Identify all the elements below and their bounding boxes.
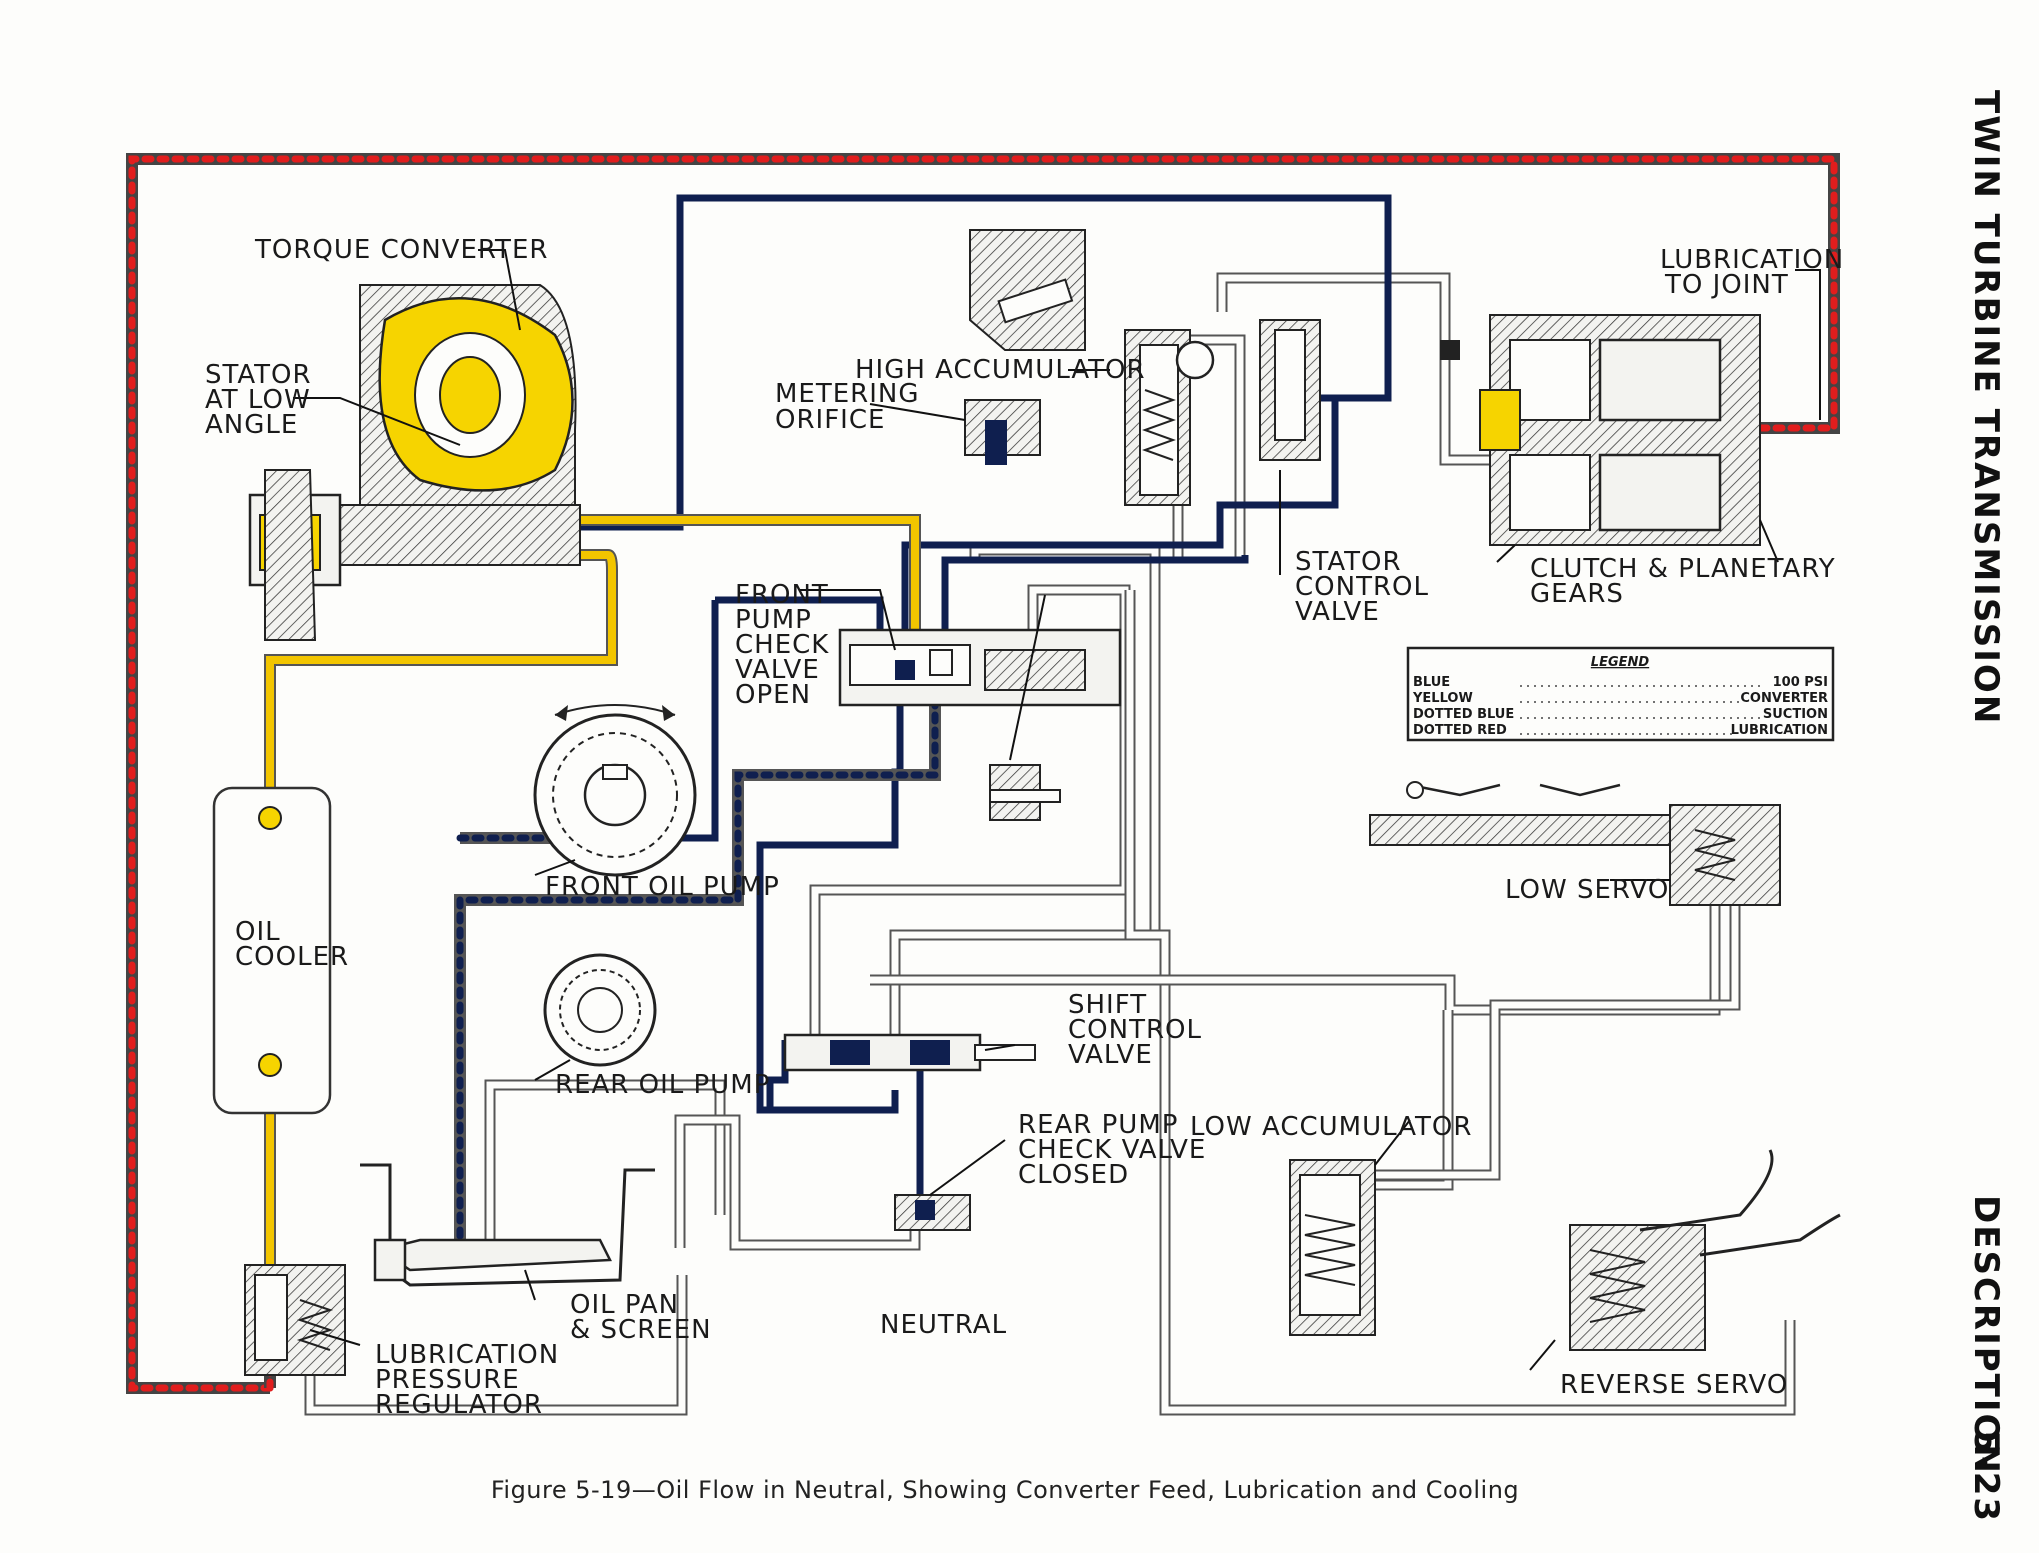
label-rear-check-3: CLOSED xyxy=(1018,1160,1129,1190)
legend-value-0: 100 PSI xyxy=(1773,675,1828,690)
label-lubrication-joint-2: TO JOINT xyxy=(1664,270,1789,300)
high-accumulator xyxy=(969,229,1321,506)
page-number: 5-23 xyxy=(1966,1430,2006,1523)
label-lub-reg-3: REGULATOR xyxy=(375,1390,543,1420)
label-front-check-5: OPEN xyxy=(735,680,811,710)
side-section: DESCRIPTION xyxy=(1966,1195,2006,1475)
neutral-pipes xyxy=(304,272,1796,1416)
label-oil-pan-2: & SCREEN xyxy=(570,1315,712,1345)
label-front-check-2: PUMP xyxy=(735,605,812,635)
label-shift-control-2: CONTROL xyxy=(1068,1015,1202,1045)
figure-caption: Figure 5-19—Oil Flow in Neutral, Showing… xyxy=(491,1476,1519,1504)
label-front-check-1: FRONT xyxy=(735,580,829,610)
label-rear-check-2: CHECK VALVE xyxy=(1018,1135,1206,1165)
suction-lines xyxy=(454,696,941,1259)
label-rear-oil-pump: REAR OIL PUMP xyxy=(555,1070,770,1100)
labels: TORQUE CONVERTER STATOR AT LOW ANGLE HIG… xyxy=(205,235,1844,1420)
side-header: TWIN TURBINE TRANSMISSION xyxy=(1966,90,2006,725)
label-clutch-2: GEARS xyxy=(1530,579,1624,609)
label-lub-reg-1: LUBRICATION xyxy=(375,1340,559,1370)
label-metering-2: ORIFICE xyxy=(775,405,885,435)
shift-control-valve xyxy=(783,1033,1036,1072)
torque-converter xyxy=(248,284,581,641)
label-shift-control-1: SHIFT xyxy=(1068,990,1147,1020)
label-front-check-4: VALVE xyxy=(735,655,820,685)
low-accumulator xyxy=(1289,1159,1376,1336)
label-high-accumulator: HIGH ACCUMULATOR xyxy=(855,355,1146,385)
label-metering-1: METERING xyxy=(775,379,920,409)
label-lubrication-joint-1: LUBRICATION xyxy=(1660,245,1844,275)
label-shift-control-3: VALVE xyxy=(1068,1040,1153,1070)
label-low-servo: LOW SERVO xyxy=(1505,875,1669,905)
oil-cooler xyxy=(212,786,332,1115)
label-front-check-3: CHECK xyxy=(735,630,829,660)
legend-value-3: LUBRICATION xyxy=(1731,723,1828,738)
label-low-accumulator: LOW ACCUMULATOR xyxy=(1190,1112,1472,1142)
metering-orifice xyxy=(964,399,1041,465)
check-valve-detail xyxy=(989,764,1061,821)
label-reverse-servo: REVERSE SERVO xyxy=(1560,1370,1788,1400)
side-page: 5-23 xyxy=(1966,1430,2006,1523)
front-oil-pump xyxy=(533,704,697,877)
label-torque-converter: TORQUE CONVERTER xyxy=(254,235,548,265)
label-oil-pan-1: OIL PAN xyxy=(570,1290,679,1320)
header-title: TWIN TURBINE TRANSMISSION xyxy=(1966,90,2006,725)
lubrication-pressure-regulator xyxy=(244,1264,346,1376)
label-front-oil-pump: FRONT OIL PUMP xyxy=(545,872,780,902)
legend-key-2: DOTTED BLUE xyxy=(1413,707,1514,722)
legend-key-3: DOTTED RED xyxy=(1413,723,1507,738)
label-clutch-1: CLUTCH & PLANETARY xyxy=(1530,554,1836,584)
legend-value-1: CONVERTER xyxy=(1740,691,1828,706)
legend-key-1: YELLOW xyxy=(1412,691,1473,706)
label-stator-3: ANGLE xyxy=(205,410,298,440)
legend-key-0: BLUE xyxy=(1413,675,1450,690)
label-oil-cooler-1: OIL xyxy=(235,917,281,947)
oil-pan xyxy=(360,1163,655,1287)
pressure-lines xyxy=(560,194,1392,1200)
legend-value-2: SUCTION xyxy=(1763,707,1828,722)
low-servo xyxy=(1369,781,1781,906)
reverse-servo xyxy=(1569,1149,1841,1351)
label-stator-control-2: CONTROL xyxy=(1295,572,1429,602)
label-neutral: NEUTRAL xyxy=(880,1310,1007,1340)
clutch-planetary xyxy=(1440,314,1761,546)
control-valve-body xyxy=(838,628,1122,707)
label-stator-control-1: STATOR xyxy=(1295,547,1402,577)
label-stator-2: AT LOW xyxy=(205,385,311,415)
legend-title: LEGEND xyxy=(1591,655,1650,670)
rear-pump-check-valve xyxy=(894,1194,971,1231)
label-lub-reg-2: PRESSURE xyxy=(375,1365,520,1395)
label-stator-1: STATOR xyxy=(205,360,312,390)
legend: LEGEND BLUE 100 PSI YELLOW CONVERTER DOT… xyxy=(1406,646,1835,742)
rear-oil-pump xyxy=(543,953,657,1067)
header-section: DESCRIPTION xyxy=(1966,1195,2006,1475)
label-stator-control-3: VALVE xyxy=(1295,597,1380,627)
label-rear-check-1: REAR PUMP xyxy=(1018,1110,1178,1140)
leader-lines xyxy=(293,249,1821,1371)
label-oil-cooler-2: COOLER xyxy=(235,942,349,972)
